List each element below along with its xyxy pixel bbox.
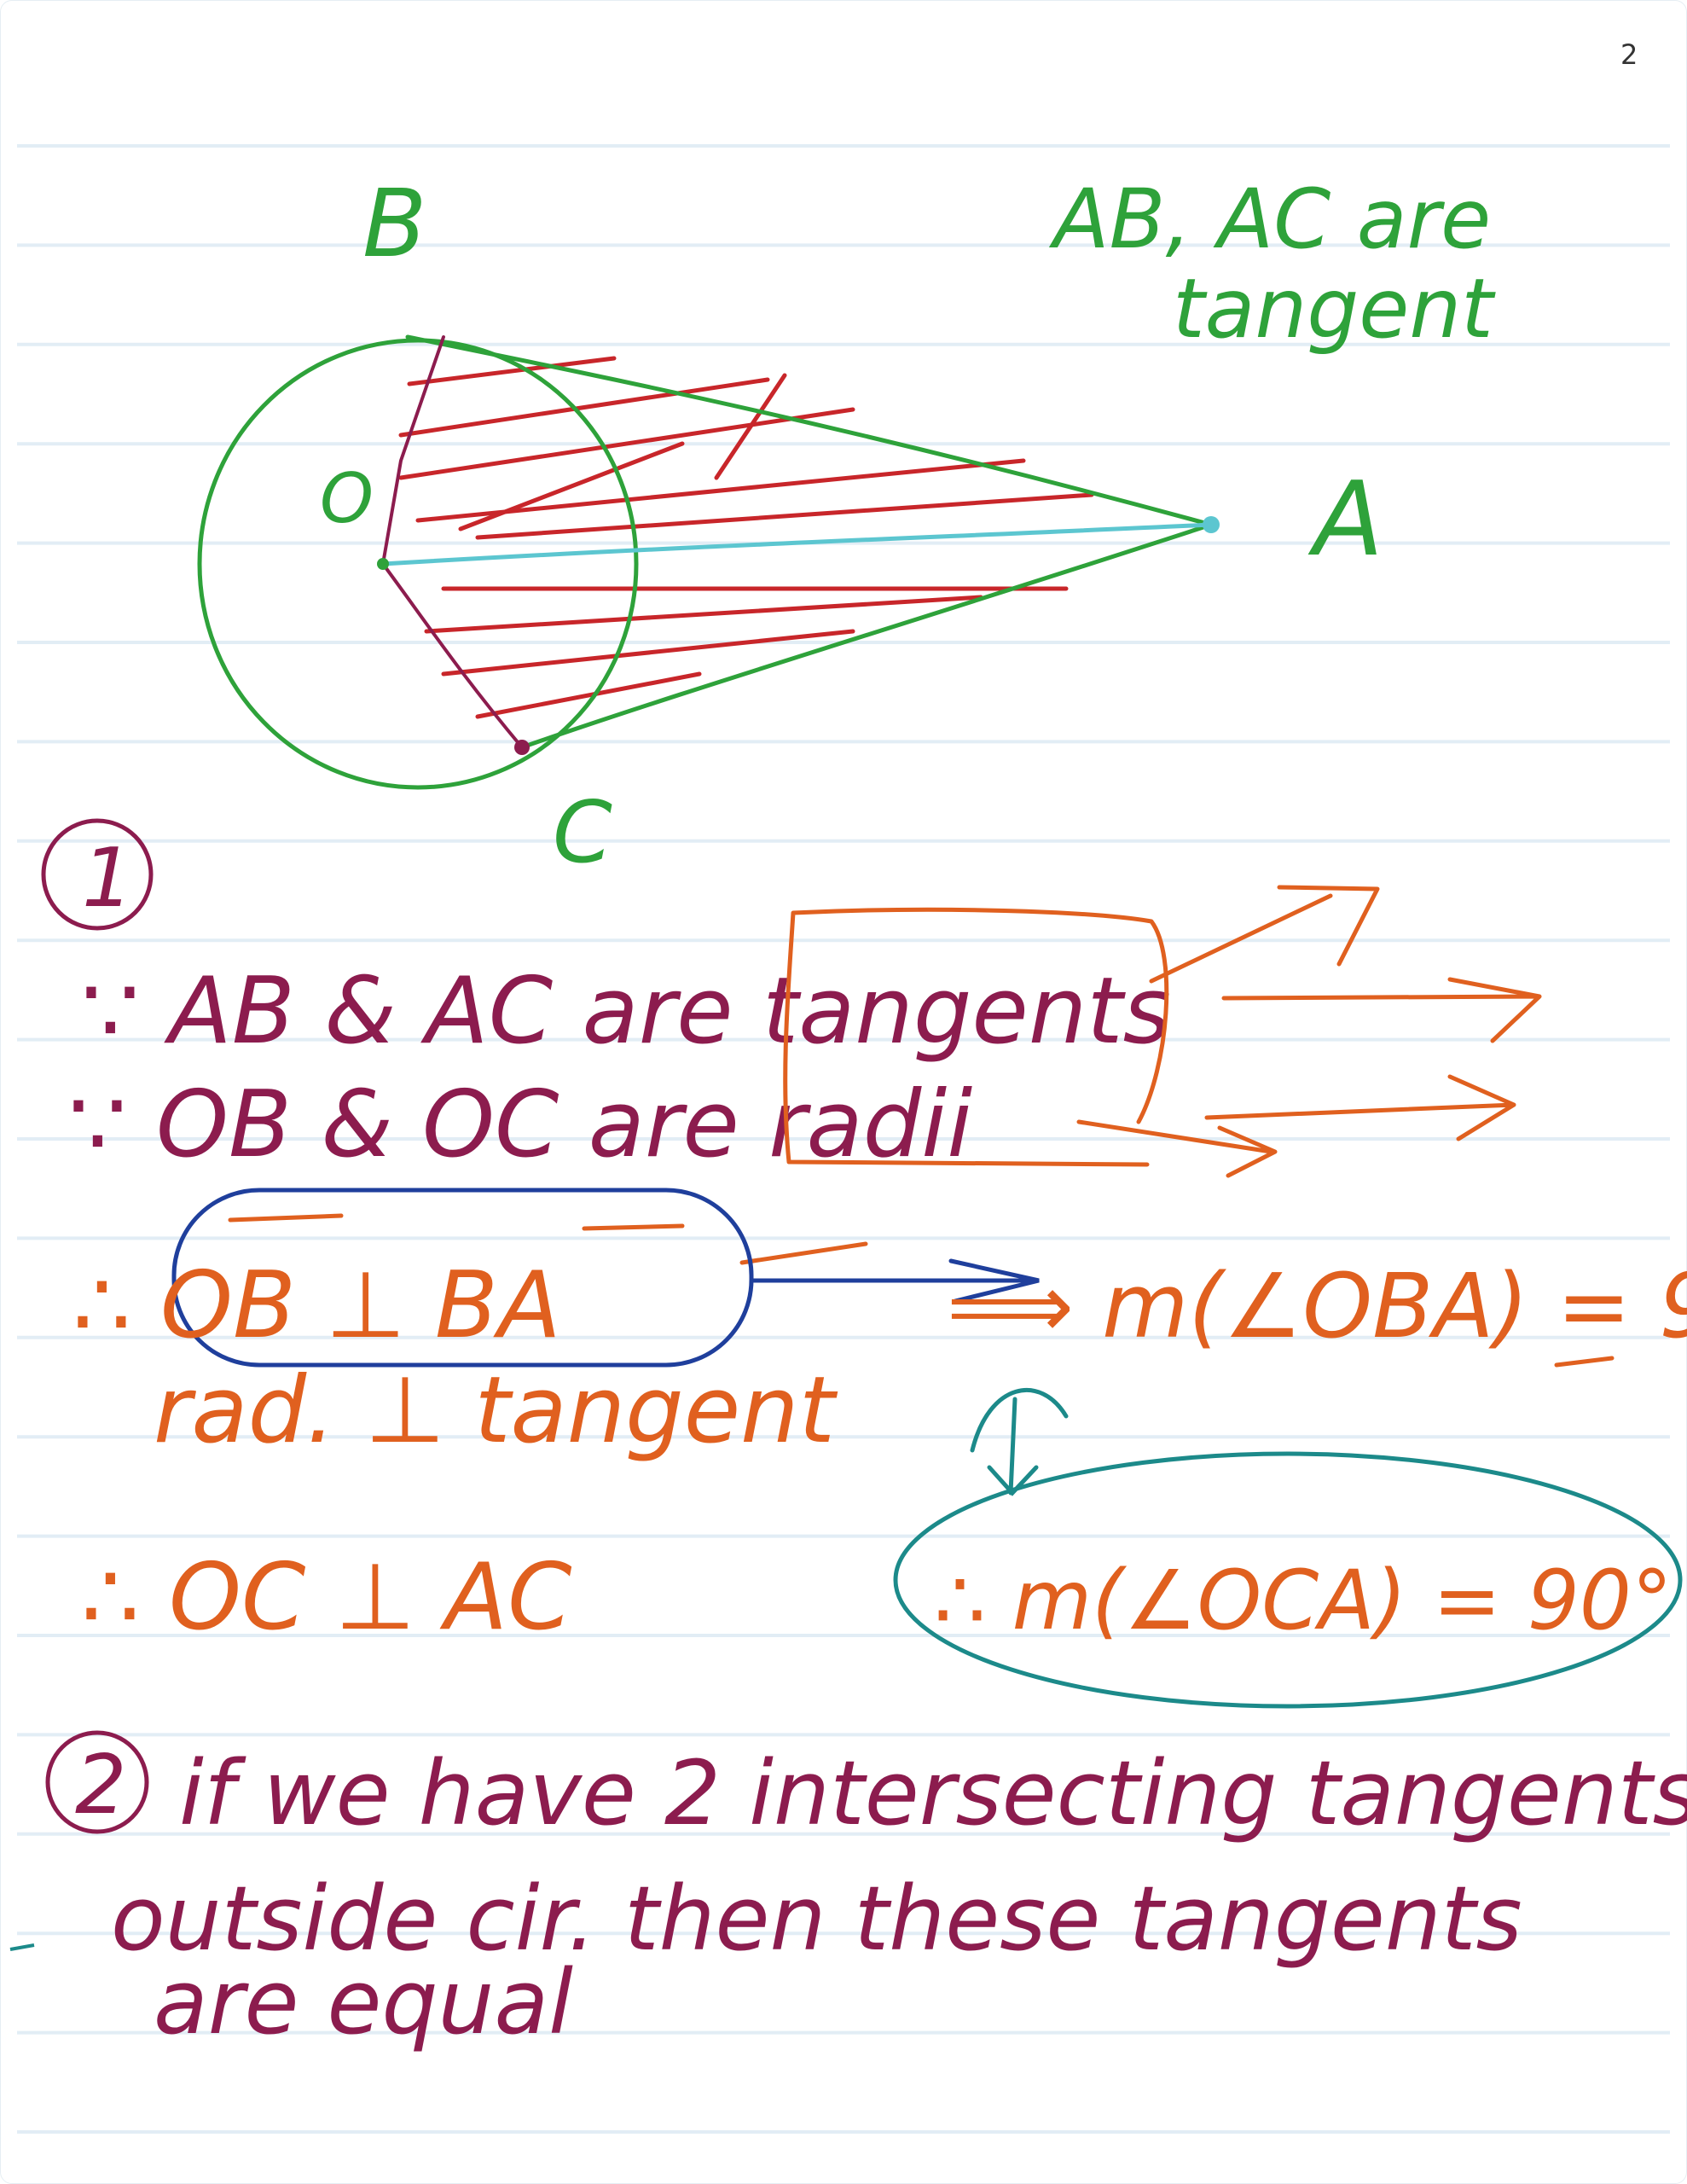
point-c [514,740,530,755]
hatch-stroke [398,377,770,438]
diagram-note-line1: AB, AC are [1048,171,1491,267]
label-c: C [553,782,612,882]
teal-double-arrow [970,1387,1069,1496]
hatching [398,356,1094,719]
hatch-stroke [714,373,787,480]
diagram-note-line2: tangent [1173,261,1496,357]
theorem-line2: outside cir. then these tangents [111,1867,1522,1971]
segment-oa [380,522,1214,566]
label-a: A [1307,461,1383,579]
hatch-stroke [398,407,855,480]
section2-marker: 2 [75,1739,126,1833]
angle-oba-result: ⟹ m(∠OBA) = 90° [947,1254,1687,1358]
orange-box-and-arrows [228,885,1615,1368]
ruled-lines [17,144,1670,2134]
theorem-line1: if we have 2 intersecting tangents [179,1741,1687,1845]
label-o: O [320,459,374,538]
hatch-stroke [415,458,1026,523]
point-a [1203,516,1220,533]
radius-ob [381,335,445,566]
label-b: B [362,169,426,278]
section1-marker: 1 [82,832,133,926]
line-ab-ac-tangents: ∵ AB & AC are tangents [81,958,1171,1065]
blue-arrow [749,1258,1040,1304]
theorem-line3: are equal [154,1950,573,2054]
tangent-ab [405,334,1214,527]
radius-oc [381,562,524,749]
section2-marker-circle [45,1730,149,1834]
hatch-stroke [441,629,855,677]
hatch-stroke [458,441,685,531]
tangent-ac [519,522,1214,750]
blue-highlight-box [171,1188,754,1368]
geometry-diagram [197,334,1220,790]
hatch-stroke [424,595,983,634]
line-oc-perp-ac: ∴ OC ⊥ AC [81,1544,572,1651]
margin-dash [9,1943,35,1951]
page-number: 2 [1620,38,1638,71]
point-o [377,558,389,570]
teal-highlight-ellipse [893,1451,1683,1709]
hatch-stroke [407,356,617,386]
angle-oca-result: ∴ m(∠OCA) = 90° [934,1553,1673,1648]
hatch-stroke [475,671,702,719]
section1-marker-circle [41,818,154,931]
line-ob-perp-ba: ∴ OB ⊥ BA [72,1252,561,1359]
rad-perp-tangent-note: rad. ⊥ tangent [154,1357,838,1464]
hatch-stroke [475,492,1094,540]
